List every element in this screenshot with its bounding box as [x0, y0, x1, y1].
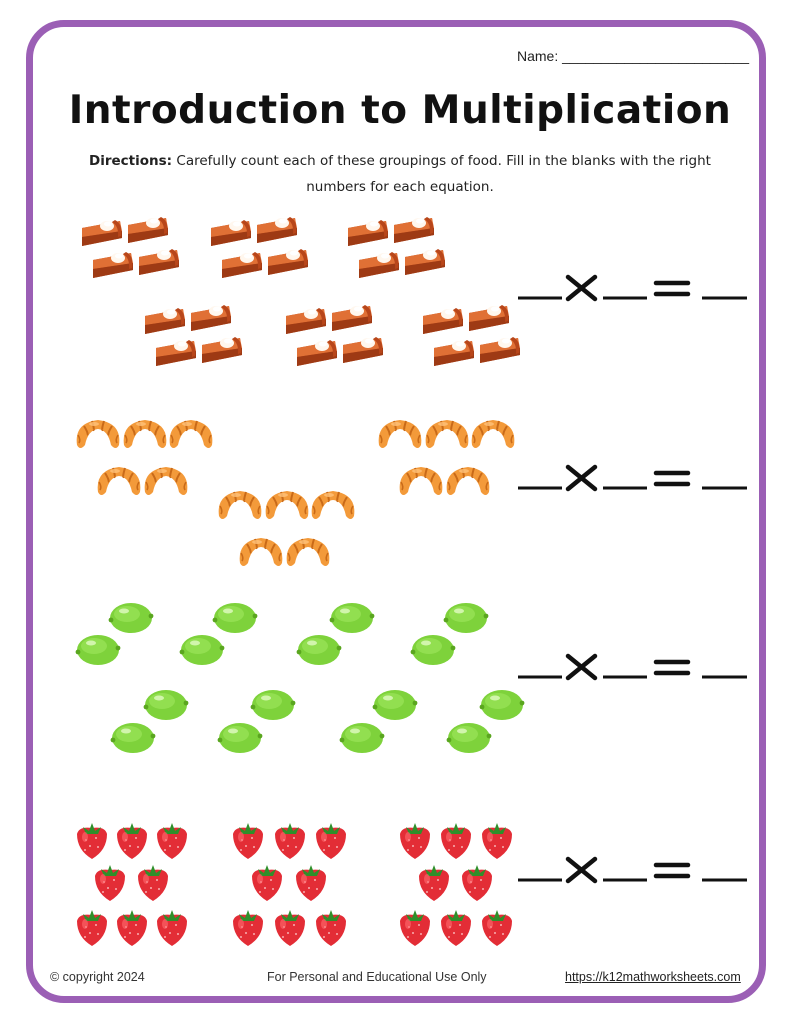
equals-icon [653, 470, 691, 487]
multiply-icon [565, 856, 598, 884]
lime-group [339, 690, 418, 753]
croissant-group [217, 490, 356, 567]
directions-text: Carefully count each of these groupings … [176, 153, 711, 195]
multiply-icon [565, 274, 598, 302]
lime-group [446, 690, 525, 753]
pie-group [348, 217, 445, 278]
equation-blank[interactable] [516, 462, 751, 502]
lime-group [410, 603, 489, 665]
equals-icon [653, 280, 691, 297]
lime-group [217, 690, 296, 753]
lime-group [110, 690, 189, 753]
multiply-icon [565, 464, 598, 492]
strawberry-group [77, 823, 187, 946]
strawberry-group [400, 823, 512, 946]
equals-icon [653, 862, 691, 879]
page-title: Introduction to Multiplication [68, 88, 732, 133]
footer-link[interactable]: https://k12mathworksheets.com [565, 970, 741, 984]
worksheet-border [26, 20, 766, 1003]
pie-group [286, 305, 383, 366]
pie-group [211, 217, 308, 278]
equals-icon [653, 659, 691, 676]
directions-label: Directions: [89, 153, 173, 169]
pie-group [82, 217, 179, 278]
strawberry-group [233, 823, 346, 946]
directions: Directions: Carefully count each of thes… [80, 148, 720, 200]
lime-group [179, 603, 258, 665]
multiply-icon [565, 653, 598, 681]
equation-blank[interactable] [516, 272, 751, 312]
pie-group [145, 305, 242, 366]
croissant-group [377, 419, 516, 496]
equation-blank[interactable] [516, 854, 751, 894]
pie-group [423, 305, 520, 366]
footer-copyright: © copyright 2024 [50, 970, 145, 984]
lime-group [296, 603, 375, 665]
footer-usage: For Personal and Educational Use Only [267, 970, 487, 984]
lime-group [75, 603, 154, 665]
name-field[interactable]: Name: ________________________ [517, 48, 749, 64]
croissant-group [75, 419, 214, 496]
equation-blank[interactable] [516, 651, 751, 691]
